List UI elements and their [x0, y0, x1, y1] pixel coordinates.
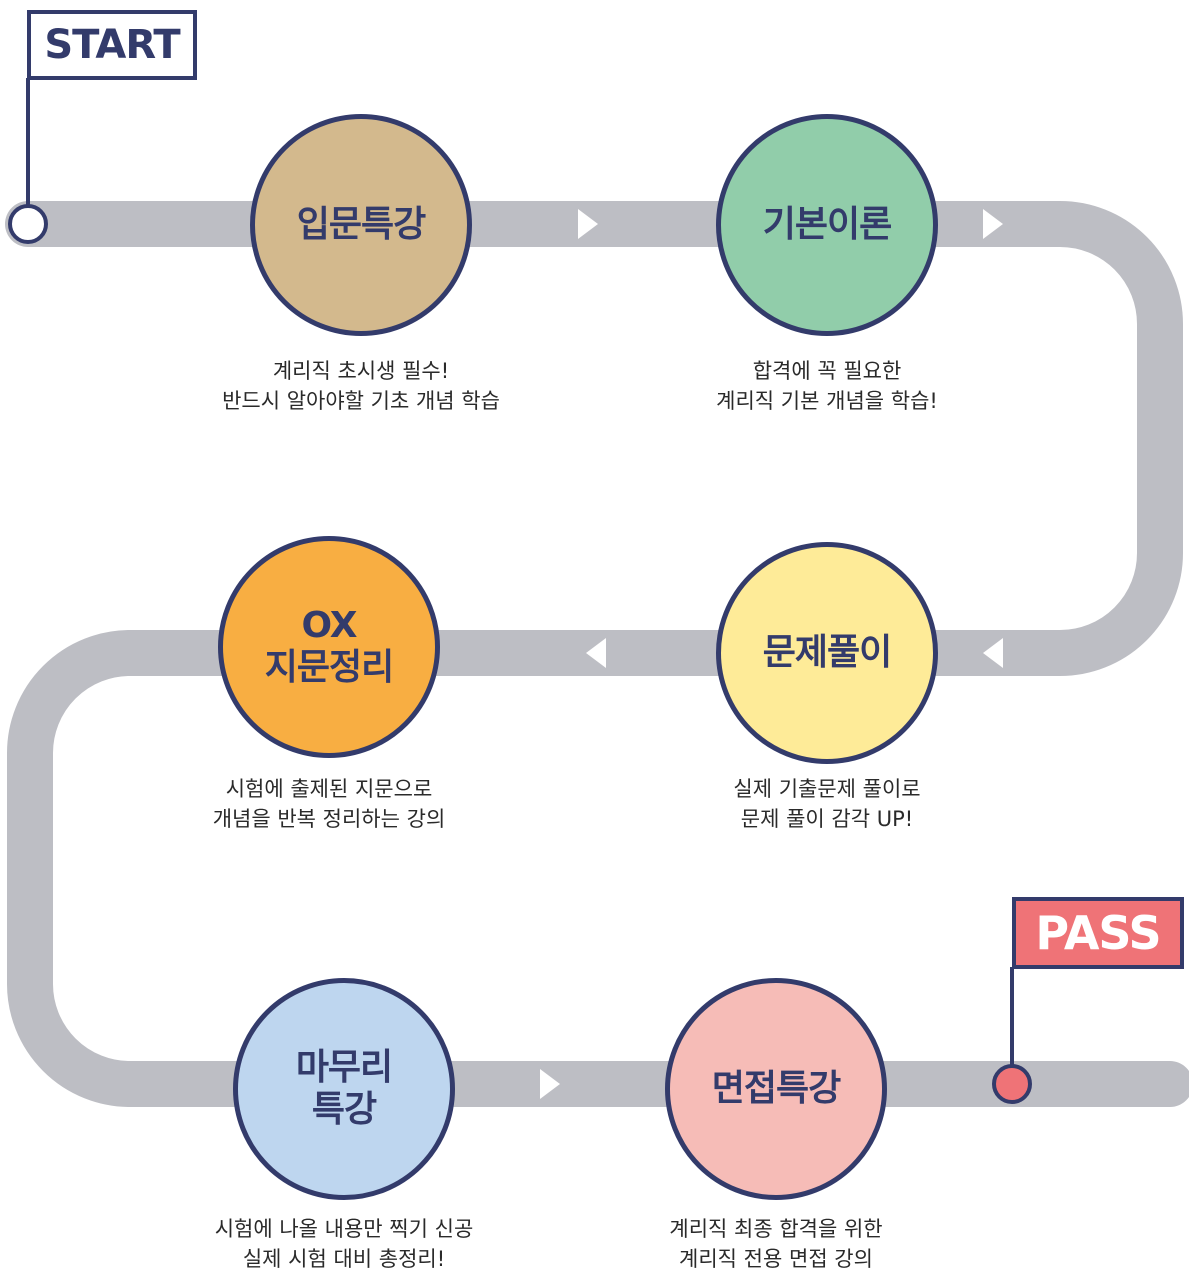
- arrow-right-icon: [540, 1069, 560, 1099]
- step-node-intro: 입문특강: [250, 114, 472, 336]
- arrow-left-icon: [983, 638, 1003, 668]
- arrow-left-icon: [586, 638, 606, 668]
- step-title: 기본이론: [762, 204, 892, 245]
- start-point-icon: [8, 204, 48, 244]
- start-flag: START: [27, 10, 197, 80]
- arrow-right-icon: [578, 209, 598, 239]
- end-point-icon: [992, 1064, 1032, 1104]
- step-description: 합격에 꼭 필요한 계리직 기본 개념을 학습!: [716, 359, 938, 413]
- step-title: 마무리 특강: [295, 1047, 393, 1130]
- step-description: 시험에 나올 내용만 찍기 신공 실제 시험 대비 총정리!: [214, 1217, 474, 1271]
- step-node-problem-solving: 문제풀이: [716, 542, 938, 764]
- step-node-ox-review: OX 지문정리: [218, 536, 440, 758]
- step-title: OX 지문정리: [264, 605, 394, 688]
- start-flag-label: START: [44, 22, 180, 68]
- step-node-interview: 면접특강: [665, 978, 887, 1200]
- step-node-basic-theory: 기본이론: [716, 114, 938, 336]
- step-description: 계리직 최종 합격을 위한 계리직 전용 면접 강의: [669, 1217, 883, 1271]
- step-title: 면접특강: [711, 1068, 841, 1109]
- pass-flag-label: PASS: [1035, 906, 1161, 960]
- step-description: 실제 기출문제 풀이로 문제 풀이 감각 UP!: [733, 777, 921, 831]
- step-title: 입문특강: [296, 204, 426, 245]
- step-description: 시험에 출제된 지문으로 개념을 반복 정리하는 강의: [212, 777, 446, 831]
- arrow-right-icon: [983, 209, 1003, 239]
- step-node-final-lecture: 마무리 특강: [233, 978, 455, 1200]
- step-title: 문제풀이: [762, 632, 892, 673]
- pass-flag: PASS: [1012, 897, 1184, 969]
- step-description: 계리직 초시생 필수! 반드시 알아야할 기초 개념 학습: [222, 359, 500, 413]
